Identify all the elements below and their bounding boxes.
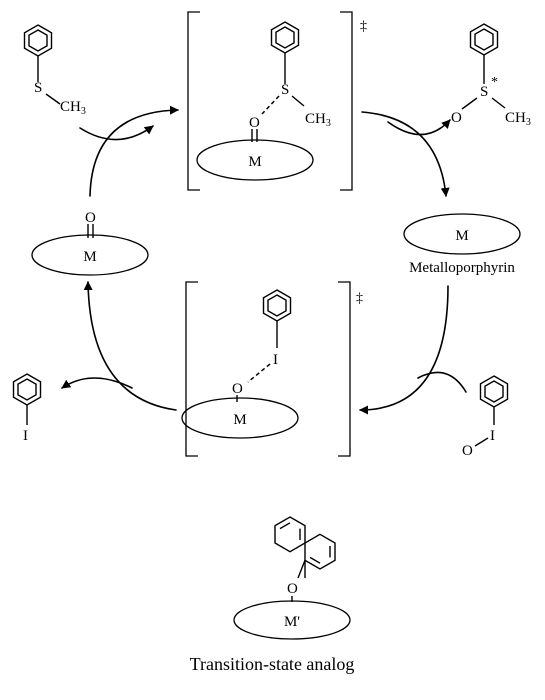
bracket-left (187, 11, 200, 191)
transition-state-1: ‡ S CH3 O M (187, 11, 367, 191)
dagger-symbol: ‡ (360, 19, 367, 34)
oxygen-atom: O (287, 581, 298, 597)
bracket-left (185, 281, 198, 457)
iodine-atom: I (273, 352, 278, 368)
metal-atom: M (233, 412, 246, 428)
metalloporphyrin-catalyst: M Metalloporphyrin (403, 213, 521, 276)
arrow-oxo-to-ts1 (89, 105, 179, 197)
arrow-oxidant-entry (417, 371, 467, 393)
benzene-ring-inner (275, 26, 295, 49)
benzene-ring-inner (474, 28, 494, 51)
arrow-substrate-entry (79, 125, 154, 141)
benzene-ring-inner (28, 29, 48, 52)
benzene-ring-inner (267, 294, 287, 317)
sulfur-atom: S (480, 84, 488, 100)
dagger-symbol: ‡ (356, 291, 363, 306)
iodine-atom: I (23, 428, 28, 444)
transition-state-analog: O M' Transition-state analog (190, 516, 355, 674)
iodobenzene-molecule: I (12, 373, 42, 444)
transition-state-analog-label: Transition-state analog (190, 654, 355, 674)
porphyrin-disk (31, 234, 149, 276)
metal-atom: M (455, 228, 468, 244)
porphyrin-disk (181, 397, 299, 439)
metal-atom: M' (284, 614, 300, 630)
arrow-ts1-to-catalyst (361, 111, 450, 197)
partial-bond (261, 95, 280, 115)
arrow-iodobenzene-release (61, 377, 133, 389)
arrow-ts2-to-oxo (83, 281, 177, 411)
metal-atom: M (83, 249, 96, 265)
metalloporphyrin-label: Metalloporphyrin (409, 260, 515, 276)
bracket-right (338, 281, 351, 457)
chiral-center-mark: * (491, 75, 498, 90)
sulfoxide-product: S * CH3 O (451, 23, 531, 128)
oxygen-atom: O (85, 210, 96, 226)
iodosylbenzene-molecule: I O (462, 375, 509, 459)
methyl-group: CH3 (505, 110, 531, 128)
oxygen-atom: O (232, 381, 243, 397)
catalytic-cycle-arrows (61, 105, 467, 415)
porphyrin-disk (196, 139, 314, 181)
bracket-right (340, 11, 353, 191)
oxygen-atom: O (462, 443, 473, 459)
benzene-ring-inner (17, 378, 37, 401)
transition-state-2: ‡ I O M (181, 281, 363, 457)
porphyrin-disk (233, 600, 351, 640)
naphthalene-ring-lower (304, 533, 336, 570)
oxygen-atom: O (249, 115, 260, 131)
methyl-group: CH3 (60, 99, 86, 117)
methyl-group: CH3 (305, 111, 331, 129)
sulfur-atom: S (34, 80, 42, 96)
thioanisole-molecule: S CH3 (23, 24, 86, 117)
naphthalene-ring-upper (274, 516, 306, 553)
partial-bond (247, 363, 271, 383)
porphyrin-disk (403, 213, 521, 255)
oxygen-atom: O (451, 110, 462, 126)
iodine-atom: I (490, 428, 495, 444)
metal-atom: M (248, 154, 261, 170)
arrow-catalyst-to-ts2 (359, 285, 449, 415)
benzene-ring-inner (484, 380, 504, 403)
oxo-metal-species: O M (31, 210, 149, 276)
sulfur-atom: S (281, 82, 289, 98)
arrow-sulfoxide-release (387, 119, 451, 136)
